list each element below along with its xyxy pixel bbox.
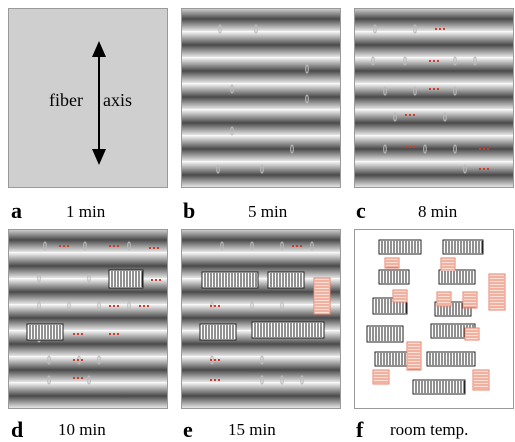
nucleus-mark [423, 144, 427, 154]
fiber-band [182, 382, 340, 408]
fiber-band [9, 230, 167, 254]
crystal-block [412, 379, 466, 395]
nucleus-mark [37, 273, 41, 283]
nucleus-mark [463, 164, 467, 174]
nucleus-mark [305, 64, 309, 74]
panel-e-letter: e [183, 417, 193, 442]
nucleus-mark [280, 375, 284, 385]
nucleus-mark [290, 144, 294, 154]
crystallites-f [366, 239, 506, 395]
fiber-band [355, 109, 513, 137]
nucleus-mark [250, 301, 254, 311]
panel-f-caption: room temp. [390, 420, 469, 439]
nucleus-mark [300, 375, 304, 385]
nucleus-mark [254, 24, 258, 34]
nucleus-mark [453, 86, 457, 96]
fiber-band [182, 135, 340, 163]
panel-c-caption: 8 min [418, 202, 458, 221]
nucleus-mark [393, 112, 397, 122]
nucleus-mark [216, 164, 220, 174]
fiber-band [182, 57, 340, 85]
nucleus-mark [67, 301, 71, 311]
fiber-band [355, 161, 513, 187]
fiber-band [355, 135, 513, 163]
fiber-bands-c [355, 9, 513, 187]
nucleus-mark [127, 301, 131, 311]
nucleus-mark [43, 241, 47, 251]
nucleus-mark [87, 375, 91, 385]
fiber-bands-b [182, 9, 340, 187]
nucleus-mark [260, 375, 264, 385]
nucleus-mark [47, 355, 51, 365]
fiber-band [182, 83, 340, 111]
fiber-band [182, 31, 340, 59]
nucleus-mark [373, 24, 377, 34]
panel-c-letter: c [356, 198, 366, 223]
fiber-label: fiber [49, 90, 83, 110]
nucleus-mark [218, 24, 222, 34]
nucleus-mark [127, 241, 131, 251]
nucleus-mark [383, 86, 387, 96]
oriented-block [462, 291, 478, 309]
nucleus-mark [413, 24, 417, 34]
nucleus-mark [403, 56, 407, 66]
panel-b-letter: b [183, 198, 196, 223]
nucleus-mark [305, 94, 309, 104]
panel-a-letter: a [11, 198, 22, 223]
nucleus-mark [443, 112, 447, 122]
nucleus-mark [260, 164, 264, 174]
panel-a: fiber axis [8, 8, 168, 188]
nucleus-mark [47, 375, 51, 385]
fiber-band [355, 31, 513, 59]
nucleus-mark [230, 84, 234, 94]
panel-a-caption: 1 min [66, 202, 106, 221]
crystal-block [108, 269, 144, 289]
panel-c [354, 8, 514, 188]
nucleus-mark [280, 301, 284, 311]
nucleus-mark [371, 56, 375, 66]
fiber-axis-arrow [92, 41, 106, 165]
fiber-band [9, 252, 167, 280]
panel-b [181, 8, 341, 188]
panel-d-caption: 10 min [58, 420, 106, 439]
nucleus-mark [87, 273, 91, 283]
fiber-band [355, 83, 513, 111]
fiber-band [9, 356, 167, 384]
fiber-band [9, 382, 167, 408]
nucleus-mark [83, 241, 87, 251]
nucleus-mark [230, 126, 234, 136]
panel-e-caption: 15 min [228, 420, 276, 439]
nucleus-mark [97, 301, 101, 311]
fiber-band [182, 109, 340, 137]
axis-label: axis [103, 90, 132, 110]
fiber-bands-e [182, 230, 340, 408]
nucleus-mark [280, 241, 284, 251]
panel-b-caption: 5 min [248, 202, 288, 221]
fiber-band [182, 9, 340, 33]
nucleus-mark [453, 56, 457, 66]
oriented-block [384, 257, 400, 269]
fiber-band [182, 356, 340, 384]
nucleus-mark [260, 355, 264, 365]
nucleus-mark [453, 144, 457, 154]
panel-d-letter: d [11, 417, 24, 442]
nucleus-mark [473, 56, 477, 66]
nucleus-mark [37, 301, 41, 311]
fiber-band [182, 230, 340, 254]
fiber-band [355, 9, 513, 33]
fiber-bands-d [9, 230, 167, 408]
panel-f [354, 229, 514, 409]
panel-e [181, 229, 341, 409]
nucleus-mark [220, 241, 224, 251]
nucleus-mark [310, 241, 314, 251]
nucleus-mark [383, 144, 387, 154]
panel-d [8, 229, 168, 409]
panel-f-letter: f [356, 417, 364, 442]
nucleus-mark [250, 241, 254, 251]
nucleus-mark [413, 86, 417, 96]
nucleus-mark [97, 355, 101, 365]
